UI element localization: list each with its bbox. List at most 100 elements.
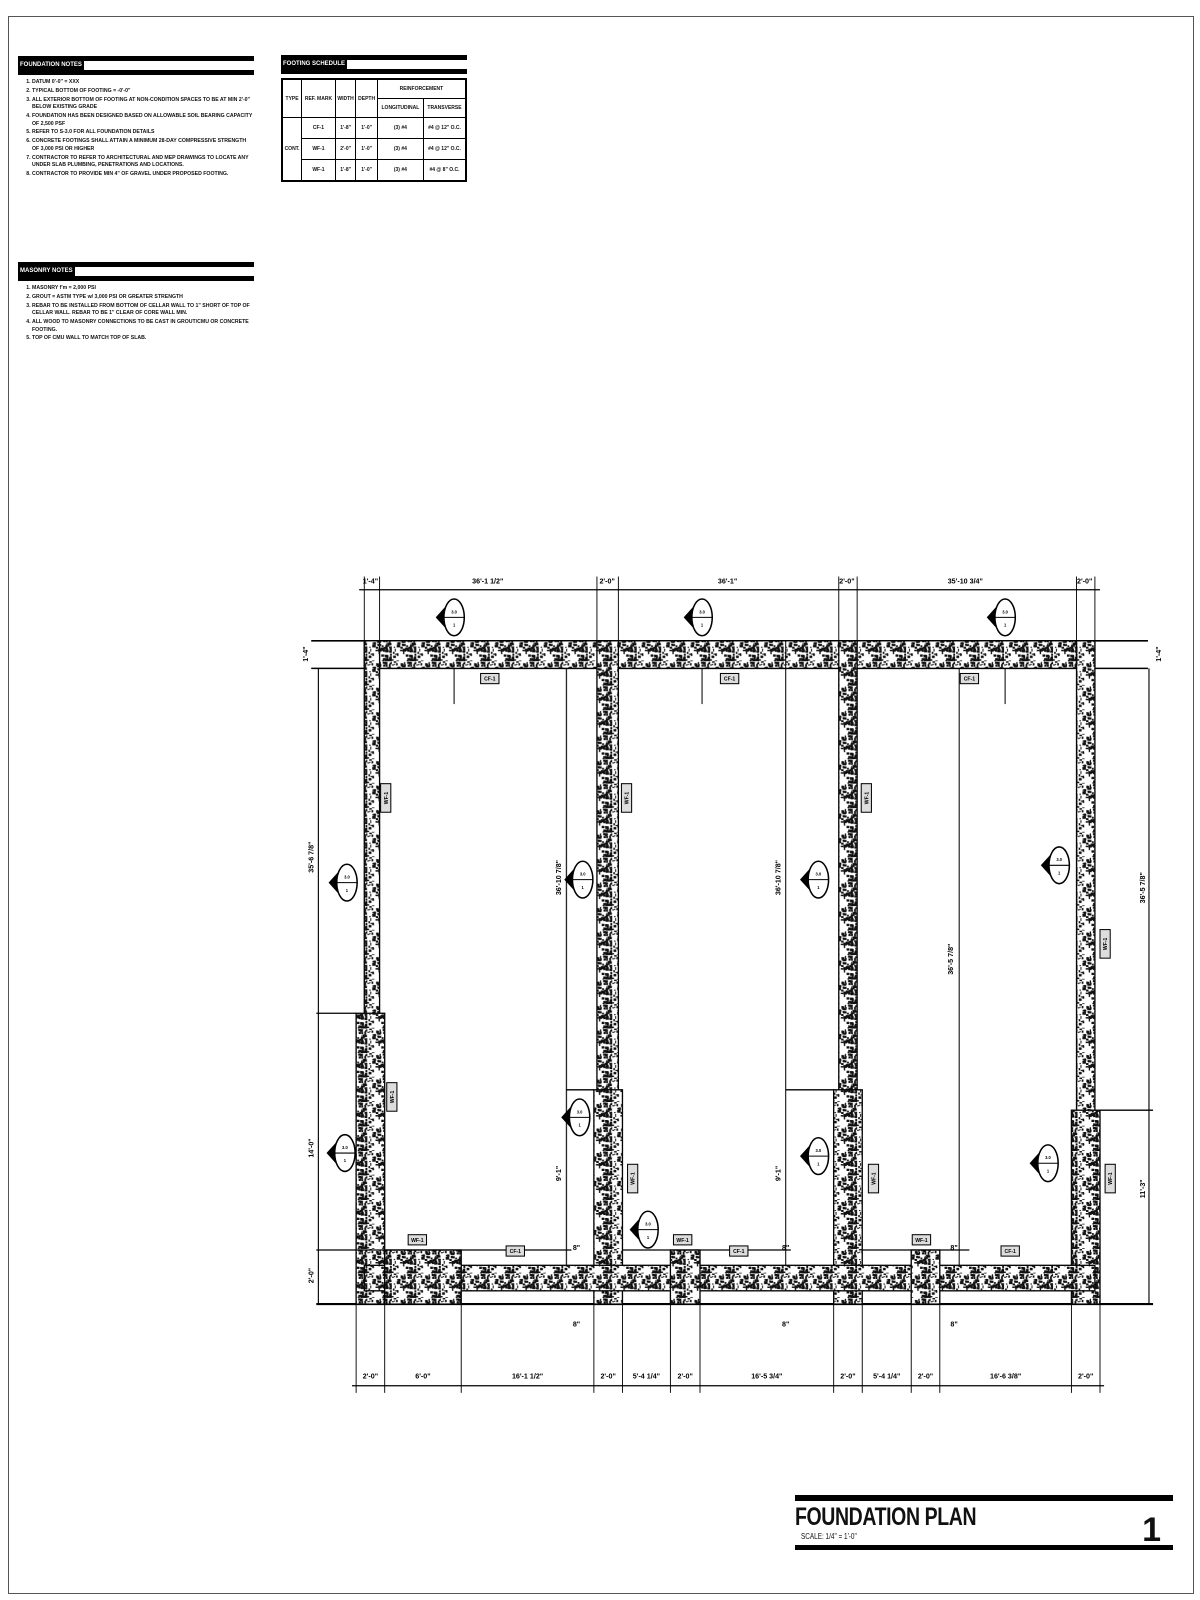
note-item: CONTRACTOR TO REFER TO ARCHITECTURAL AND… <box>32 155 254 170</box>
section-marker-icon: 3.01 <box>1040 846 1071 885</box>
cell-depth: 1'-0" <box>355 138 378 160</box>
footing-tag-box <box>719 672 740 685</box>
section-marker-icon: 3.01 <box>800 1136 830 1176</box>
section-marker-icon: 3.01 <box>986 598 1017 637</box>
cell-long: (3) #4 <box>376 159 424 182</box>
section-detail-number: 3.0 <box>699 609 705 614</box>
footing-tag-box <box>959 672 980 685</box>
footing-tag-label: WF-1 <box>1103 937 1109 950</box>
section-sheet-number: 1 <box>582 885 585 890</box>
footing-tag-box <box>729 1245 749 1257</box>
dimension-label: 36'-1 1/2" <box>472 578 503 586</box>
footing-tag-label: CF-1 <box>510 1249 521 1255</box>
note-item: CONTRACTOR TO PROVIDE MIN 4" OF GRAVEL U… <box>32 171 254 178</box>
footing-tag-box <box>1104 1163 1116 1194</box>
note-item: TYPICAL BOTTOM OF FOOTING = -0'-0" <box>32 88 254 95</box>
masonry-notes: MASONRY NOTES MASONRY f'm = 2,000 PSIGRO… <box>18 262 254 344</box>
dimension-label: 2'-0" <box>840 1373 855 1381</box>
section-sheet-number: 1 <box>817 1161 820 1166</box>
footing-tag-label: WF-1 <box>1108 1172 1114 1185</box>
footing-tag-box <box>386 1082 398 1112</box>
footing-tag-box <box>380 783 392 813</box>
section-arrow <box>435 607 445 628</box>
dimension-label: 5'-4 1/4" <box>873 1373 900 1381</box>
drawing-number: 1 <box>1142 1511 1161 1549</box>
section-sheet-number: 1 <box>1058 870 1061 875</box>
section-arrow <box>800 869 810 890</box>
cell-depth: 1'-0" <box>355 159 378 182</box>
footing-tag-label: WF-1 <box>384 792 390 805</box>
note-item: GROUT = ASTM TYPE w/ 3,000 PSI OR GREATE… <box>32 294 254 301</box>
section-arrow <box>1040 855 1050 876</box>
section-detail-number: 3.0 <box>645 1222 651 1227</box>
footing-tag-label: CF-1 <box>964 677 975 683</box>
footing-tag-label: WF-1 <box>864 792 870 805</box>
footing-tag-box <box>620 783 633 813</box>
section-marker-icon: 3.01 <box>629 1210 659 1249</box>
drawing-title: FOUNDATION PLAN <box>795 1503 977 1531</box>
dimension-label: 36'-10 7/8" <box>555 860 563 895</box>
note-item: REBAR TO BE INSTALLED FROM BOTTOM OF CEL… <box>32 303 254 318</box>
dimension-label: 8" <box>573 1321 580 1329</box>
footing-tag-label: WF-1 <box>872 1172 878 1185</box>
note-item: ALL WOOD TO MASONRY CONNECTIONS TO BE CA… <box>32 319 254 334</box>
foundation-notes-heading: FOUNDATION NOTES <box>18 61 84 70</box>
footing-tag-box <box>1099 929 1111 959</box>
footing-tag-label: WF-1 <box>411 1238 424 1244</box>
dimension-label: 36'-5 7/8" <box>947 944 955 975</box>
col-depth: DEPTH <box>355 78 378 118</box>
foundation-notes-list: DATUM 0'-0" = XXXTYPICAL BOTTOM OF FOOTI… <box>18 79 254 178</box>
section-marker-icon: 3.01 <box>1029 1144 1059 1183</box>
dimension-label: 8" <box>782 1321 789 1329</box>
section-sheet-number: 1 <box>817 885 820 890</box>
note-item: CONCRETE FOOTINGS SHALL ATTAIN A MINIMUM… <box>32 138 254 153</box>
dimension-label: 2'-0" <box>1078 1373 1093 1381</box>
note-item: REFER TO S-3.0 FOR ALL FOUNDATION DETAIL… <box>32 129 254 136</box>
dimension-label: 6'-0" <box>415 1373 430 1381</box>
dimension-label: 35'-10 3/4" <box>948 578 983 586</box>
section-arrow <box>683 607 693 628</box>
dimension-label: 2'-0" <box>599 578 614 586</box>
section-detail-number: 3.0 <box>344 875 350 880</box>
section-detail-number: 3.0 <box>1056 857 1062 862</box>
title-block: FOUNDATION PLAN SCALE: 1/4" = 1'-0" 1 <box>795 1495 1173 1550</box>
section-arrow <box>629 1219 639 1240</box>
note-item: TOP OF CMU WALL TO MATCH TOP OF SLAB. <box>32 335 254 342</box>
section-detail-number: 3.0 <box>816 872 822 877</box>
col-ref-mark: REF. MARK <box>301 78 336 118</box>
footing-schedule-table: TYPE REF. MARK WIDTH DEPTH REINFORCEMENT… <box>281 78 467 182</box>
footing-tag-label: WF-1 <box>625 792 631 805</box>
dimension-label: 2'-0" <box>839 578 854 586</box>
footing-tag-box <box>860 783 872 813</box>
dimension-label: 2'-0" <box>600 1373 615 1381</box>
footing-tag-box <box>407 1234 428 1246</box>
note-item: MASONRY f'm = 2,000 PSI <box>32 285 254 292</box>
section-marker-icon: 3.01 <box>561 1098 591 1137</box>
dimension-label: 9'-1" <box>775 1166 783 1181</box>
section-arrow <box>986 607 996 628</box>
drawing-scale: SCALE: 1/4" = 1'-0" <box>801 1532 857 1541</box>
section-sheet-number: 1 <box>578 1123 581 1128</box>
dimension-label: 9'-1" <box>555 1166 563 1181</box>
section-marker-icon: 3.01 <box>683 598 714 637</box>
dimension-label: 16'-1 1/2" <box>512 1373 543 1381</box>
cell-trans: #4 @ 8" O.C. <box>422 159 467 182</box>
dimension-label: 5'-4 1/4" <box>633 1373 660 1381</box>
section-marker-icon: 3.01 <box>328 863 358 902</box>
footing-schedule-heading: FOOTING SCHEDULE <box>281 60 348 69</box>
section-arrow <box>561 1107 571 1128</box>
dimension-label: 2'-0" <box>918 1373 933 1381</box>
dimension-label: 8" <box>950 1321 957 1329</box>
section-arrow <box>564 869 574 890</box>
dimension-label: 2'-0" <box>678 1373 693 1381</box>
section-arrow <box>328 872 338 893</box>
cell-long: (3) #4 <box>376 138 424 160</box>
footing-tag-box <box>867 1163 880 1194</box>
foundation-notes: FOUNDATION NOTES DATUM 0'-0" = XXXTYPICA… <box>18 56 254 180</box>
dimension-label: 16'-6 3/8" <box>990 1373 1021 1381</box>
section-sheet-number: 1 <box>1047 1168 1050 1173</box>
concrete-hatch <box>356 1013 385 1305</box>
footing-tag-label: CF-1 <box>484 677 495 683</box>
concrete-hatch <box>364 1265 1095 1291</box>
